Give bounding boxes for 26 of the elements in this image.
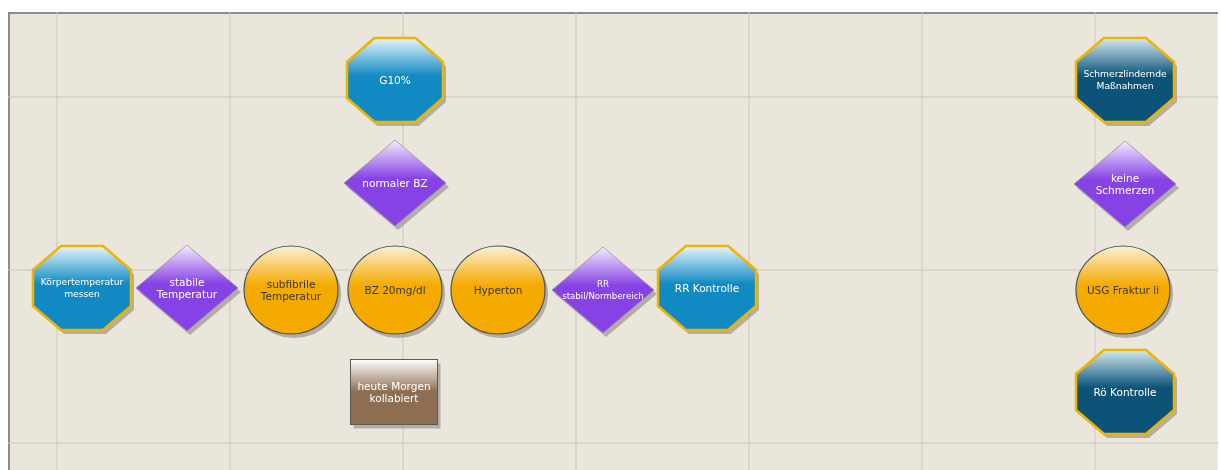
circle-node: [450, 245, 546, 335]
octagon-node: [32, 245, 132, 331]
node-label: RR stabil/Normbereich: [561, 278, 645, 302]
decision-diamond: [135, 244, 239, 332]
octagon-node: [346, 37, 444, 123]
octagon-node: [1075, 37, 1175, 123]
node-label: Körpertemperatur messen: [39, 276, 125, 300]
circle-node: [243, 245, 339, 335]
decision-diamond: [343, 139, 447, 227]
node-label: G10%: [378, 74, 412, 86]
node-label: stabile Temperatur: [155, 276, 219, 300]
node-label: RR Kontrolle: [673, 282, 741, 294]
node-label: keine Schmerzen: [1094, 172, 1156, 196]
decision-diamond: [551, 246, 655, 334]
decision-diamond: [1073, 140, 1177, 228]
node-label: USG Fraktur li: [1085, 284, 1161, 296]
octagon-node: [1075, 349, 1175, 435]
node-label: Rö Kontrolle: [1092, 386, 1158, 398]
node-label: subfibrile Temperatur: [259, 278, 323, 302]
octagon-node: [657, 245, 757, 331]
circle-node: [1075, 245, 1171, 335]
node-label: Hyperton: [472, 284, 524, 296]
circle-node: [347, 245, 443, 335]
node-label: normaler BZ: [361, 177, 429, 189]
node-label: BZ 20mg/dl: [363, 284, 427, 296]
node-label: Schmerzlindernde Maßnahmen: [1082, 68, 1168, 92]
